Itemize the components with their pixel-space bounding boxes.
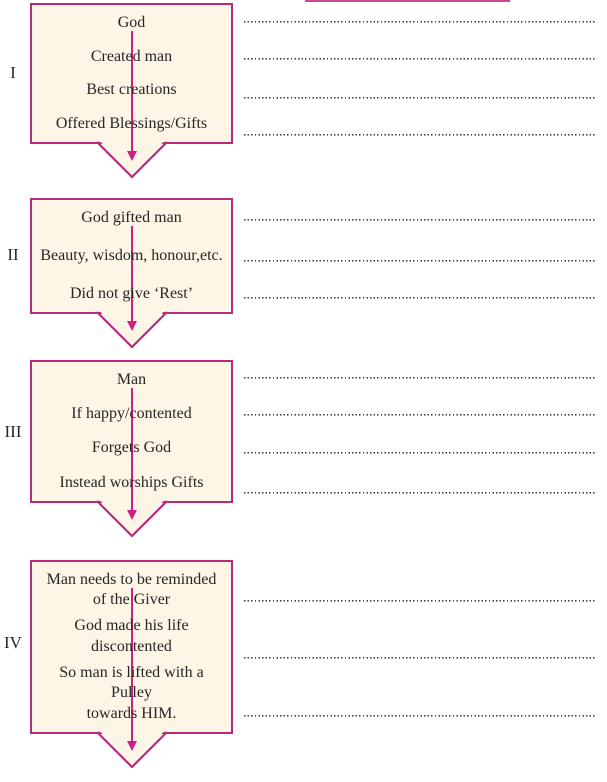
section-numeral-1: I (10, 63, 16, 82)
answer-line (244, 715, 596, 717)
flow-box-4: Man needs to be reminded of the Giver Go… (30, 560, 233, 768)
cropped-heading-rule (305, 0, 510, 2)
section-numeral-3: III (4, 422, 22, 441)
flow-box-3: Man If happy/contented Forgets God Inste… (30, 360, 233, 537)
flow-step: Forgets God (91, 439, 172, 457)
answer-line (244, 97, 596, 99)
flow-step: Did not give ‘Rest’ (69, 284, 194, 302)
section-numeral-4: IV (4, 633, 22, 652)
answer-line (244, 600, 596, 602)
answer-line (244, 219, 596, 221)
down-arrow-icon (126, 226, 137, 331)
flow-step: God made his life discontented (74, 617, 189, 655)
down-arrow-icon (126, 588, 137, 751)
answer-line (244, 414, 596, 416)
flow-step: If happy/contented (71, 405, 192, 423)
flow-step: Man needs to be reminded of the Giver (46, 571, 217, 609)
answer-line (244, 134, 596, 136)
answer-line (244, 452, 596, 454)
flow-step: God (117, 14, 146, 31)
flow-step: Man (116, 371, 147, 388)
flow-box-2: God gifted man Beauty, wisdom, honour,et… (30, 198, 233, 348)
section-numeral-2: II (7, 245, 19, 264)
answer-line (244, 492, 596, 494)
answer-line (244, 657, 596, 659)
down-arrow-icon (126, 31, 137, 161)
flow-box-1: God Created man Best creations Offered B… (30, 3, 233, 178)
answer-line (244, 377, 596, 379)
answer-line (244, 260, 596, 262)
answer-line (244, 58, 596, 60)
flow-step: So man is lifted with a Pulley towards H… (59, 663, 204, 722)
answer-line (244, 21, 596, 23)
flow-step: Offered Blessings/Gifts (55, 114, 208, 132)
flow-step: Best creations (86, 81, 177, 98)
flow-step: Created man (90, 47, 173, 65)
down-arrow-icon (126, 388, 137, 520)
flow-step: Beauty, wisdom, honour,etc. (40, 246, 223, 264)
flow-step: God gifted man (81, 209, 182, 226)
flow-step: Instead worships Gifts (59, 473, 204, 491)
answer-line (244, 297, 596, 299)
